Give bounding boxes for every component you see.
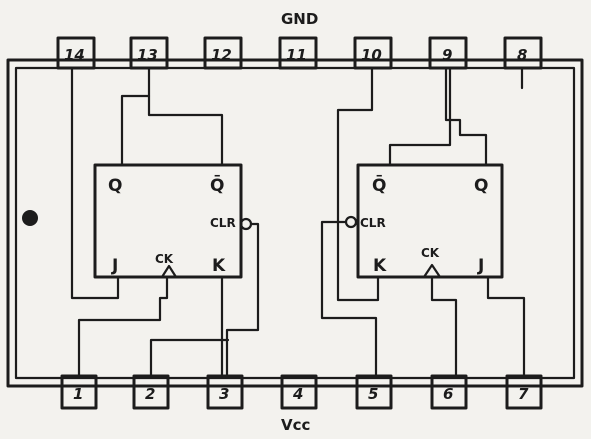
pin-6-box: [430, 374, 468, 410]
pin-9-label: 9: [442, 46, 452, 64]
pin-4-box: [280, 374, 318, 410]
pin-13-label: 13: [137, 46, 158, 64]
ff-left-clock-triangle-icon: [160, 264, 178, 279]
chip-body-outer: [6, 58, 584, 388]
pin-12-label: 12: [211, 46, 232, 64]
ff-right-q-label: Q: [474, 176, 488, 196]
ff-left-q-label: Q: [108, 176, 122, 196]
ff-right-clr-label: CLR: [360, 216, 386, 230]
pin-6-label: 6: [443, 385, 453, 403]
ff-left-clr-label: CLR: [210, 216, 236, 230]
chip-body-inner: [14, 66, 576, 380]
bottom-pins: 1 2 3 4 5 6 7: [60, 374, 543, 410]
pin-4-label: 4: [292, 385, 303, 403]
ff-left-k-label: K: [212, 256, 226, 276]
pin-2-label: 2: [145, 385, 155, 403]
pin-12-box: [203, 36, 243, 70]
gnd-label: GND: [281, 10, 318, 28]
pin-9-box: [428, 36, 468, 70]
ff-left-ck-label: CK: [155, 252, 174, 266]
pin-8-label: 8: [517, 46, 527, 64]
wiring-right: [320, 66, 526, 378]
orientation-notch-icon: [22, 210, 38, 226]
pin-14-label: 14: [64, 46, 85, 64]
ff-left-j-label: J: [111, 256, 118, 276]
ff-right-ck-label: CK: [421, 246, 440, 260]
pin-10-label: 10: [361, 46, 382, 64]
top-pins: 14 13 12 11 10 9 8: [56, 36, 543, 70]
ff-right-qbar-label: Q̄: [372, 174, 386, 196]
wiring-left: [70, 66, 260, 378]
pin-11-label: 11: [286, 46, 307, 64]
ff-right-clr-bubble-icon: [344, 215, 358, 229]
pin-3-label: 3: [219, 385, 229, 403]
ff-right-j-label: J: [477, 256, 484, 276]
ff-right-clock-triangle-icon: [422, 263, 442, 279]
pin-5-box: [355, 374, 393, 410]
pin-11-box: [278, 36, 318, 70]
vcc-label: Vcc: [281, 416, 310, 434]
pin-3-box: [206, 374, 244, 410]
flipflop-right-box: [356, 163, 504, 279]
ff-left-qbar-label: Q̄: [210, 174, 224, 196]
pin-5-label: 5: [368, 385, 378, 403]
pin-7-label: 7: [518, 385, 529, 403]
pin-14-box: [56, 36, 96, 70]
pin-1-label: 1: [73, 385, 83, 403]
ff-right-k-label: K: [373, 256, 387, 276]
flipflop-right: Q̄ Q CLR K CK J: [344, 163, 504, 279]
flipflop-left: Q Q̄ CLR J CK K: [93, 163, 253, 279]
